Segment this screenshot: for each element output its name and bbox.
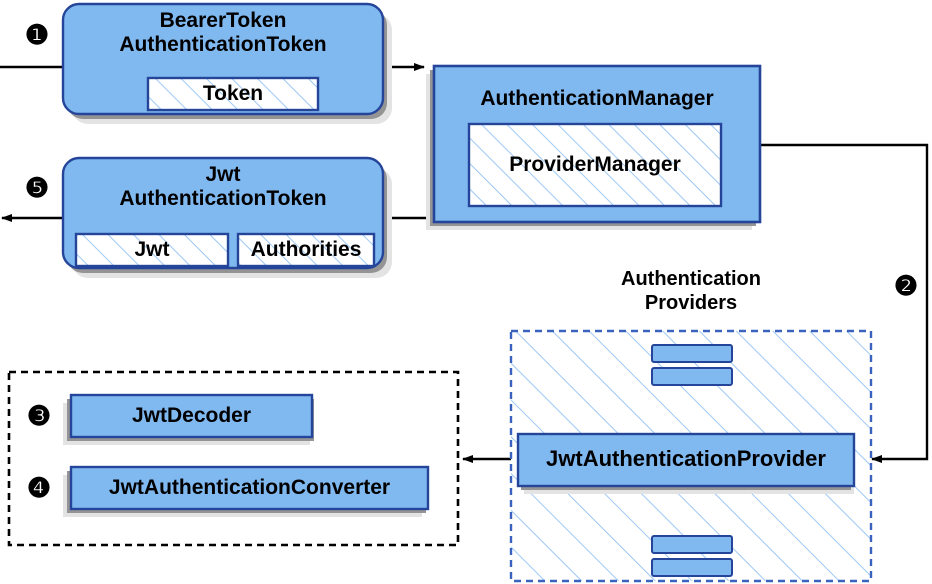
step-marker-5: ❺ — [24, 173, 50, 203]
node-authentication-manager[interactable] — [426, 64, 762, 230]
step-marker-3: ❸ — [26, 401, 52, 431]
node-jwt-authentication-token[interactable] — [61, 156, 392, 278]
provider-stub-bottom — [651, 535, 733, 577]
node-jwt-decoder[interactable] — [63, 393, 314, 445]
node-jwt-authentication-provider[interactable] — [516, 432, 856, 494]
line-manager-to-provider — [760, 143, 929, 463]
node-bearer-token-authentication-token[interactable] — [61, 2, 392, 124]
step-marker-4: ❹ — [26, 473, 52, 503]
step-marker-1: ❶ — [24, 20, 50, 50]
provider-stub-top — [651, 344, 733, 386]
step-marker-2: ❷ — [893, 271, 919, 301]
node-jwt-authentication-converter[interactable] — [63, 465, 430, 517]
jwt-components-group — [7, 370, 460, 547]
